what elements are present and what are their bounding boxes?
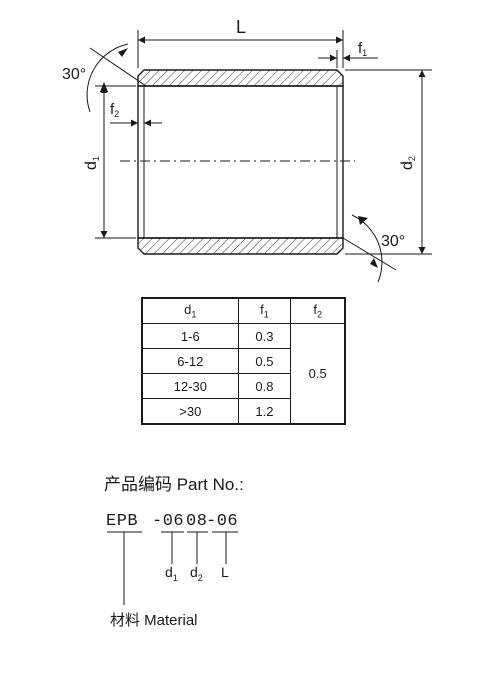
header-f1: f1 — [237, 297, 292, 324]
dimension-d1: d1 — [83, 85, 136, 239]
dimension-f1: f1 — [318, 40, 378, 68]
code-d1: -06 — [152, 512, 185, 531]
part-number-leaders — [107, 531, 238, 605]
table-row: 1-6 0.3 0.5 — [141, 323, 346, 425]
dimension-f2: f2 — [110, 101, 162, 127]
bore-outline — [137, 85, 344, 239]
label-angle-bottom: 30° — [381, 233, 405, 250]
table-row: 12-30 0.8 — [141, 373, 345, 399]
cell-d1: 6-12 — [141, 348, 239, 374]
cell-f1: 0.3 — [237, 323, 292, 349]
table-row: >30 1.2 — [141, 398, 345, 425]
bottom-wall — [137, 237, 344, 255]
table-header-row: d1 f1 f2 — [141, 297, 346, 324]
code-label-L: L — [221, 564, 229, 580]
dimension-L: L — [137, 17, 344, 68]
label-d2: d2 — [399, 156, 417, 170]
table-row: 6-12 0.5 — [141, 348, 345, 374]
code-L: -06 — [206, 512, 239, 531]
angle-top-left: 30° — [62, 43, 147, 113]
header-d1: d1 — [141, 297, 239, 324]
cell-f1: 0.8 — [237, 373, 292, 399]
cell-d1: 1-6 — [141, 323, 239, 349]
code-label-d1: d1 — [165, 564, 178, 583]
material-label: 材料 Material — [110, 612, 198, 629]
header-f2: f2 — [290, 297, 346, 324]
cell-f1: 0.5 — [237, 348, 292, 374]
part-number-heading: 产品编码 Part No.: — [104, 475, 244, 494]
chamfer-spec-table: d1 f1 f2 1-6 0.3 0.5 6-12 0.5 12-30 0.8 … — [141, 297, 346, 425]
angle-bottom-right: 30° — [342, 214, 405, 283]
cell-f1: 1.2 — [237, 398, 292, 425]
cell-d1: >30 — [141, 398, 239, 425]
code-label-d2: d2 — [190, 564, 203, 583]
top-wall — [137, 69, 344, 87]
dimension-d2: d2 — [345, 69, 432, 255]
cell-f2-merged: 0.5 — [290, 323, 346, 425]
code-prefix: EPB — [106, 512, 139, 531]
label-f1: f1 — [358, 40, 367, 58]
label-angle-top: 30° — [62, 66, 86, 83]
label-L: L — [236, 17, 246, 37]
label-d1: d1 — [83, 156, 101, 170]
code-d2: 08 — [186, 512, 208, 531]
bushing-section — [120, 69, 355, 255]
label-f2: f2 — [110, 101, 119, 119]
cell-d1: 12-30 — [141, 373, 239, 399]
